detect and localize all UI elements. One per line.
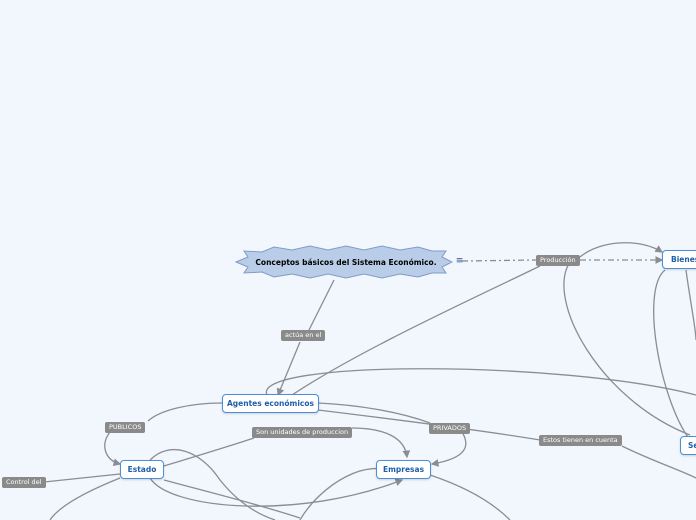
- tag-estos-tienen[interactable]: Estos tienen en cuenta: [539, 435, 622, 446]
- tag-actua-en-el[interactable]: actúa en el: [281, 330, 326, 341]
- connector-bienes-servicios-a: [563, 261, 691, 436]
- connector-agentes-produccion: [291, 265, 541, 396]
- node-bienes[interactable]: Bienes: [662, 250, 696, 269]
- connector-estado-loop: [149, 449, 276, 520]
- root-topic-title[interactable]: Conceptos básicos del Sistema Económico.: [255, 257, 437, 267]
- connector-bienes-servicios-c: [685, 269, 696, 341]
- connector-root-agentes: [306, 279, 335, 335]
- menu-icon[interactable]: ≡: [455, 256, 464, 266]
- node-estado[interactable]: Estado: [120, 460, 164, 479]
- connector-estado-unidades: [163, 437, 255, 467]
- connector-estado-empresas-low: [163, 479, 301, 519]
- connector-agentes-privados: [317, 402, 431, 424]
- connector-empresas-right: [429, 474, 511, 520]
- node-empresas[interactable]: Empresas: [376, 460, 431, 479]
- connector-estado-control: [43, 473, 121, 483]
- connector-estado-down: [149, 477, 404, 507]
- connector-root-produccion: [461, 259, 537, 262]
- connector-bienes-servicios-b: [653, 269, 691, 441]
- node-servicios[interactable]: Se: [680, 436, 696, 455]
- connector-unidades-empresas: [351, 427, 411, 459]
- tag-son-unidades[interactable]: Son unidades de produccion: [252, 427, 353, 438]
- connector-estado-left: [49, 477, 121, 520]
- tag-control-del[interactable]: Control del: [2, 477, 46, 488]
- connector-actua-agentes: [276, 341, 301, 397]
- tag-privados[interactable]: PRIVADOS: [429, 423, 471, 434]
- tag-publicos[interactable]: PUBLICOS: [105, 422, 146, 433]
- node-agentes-economicos[interactable]: Agentes económicos: [222, 394, 319, 413]
- tag-produccion[interactable]: Producción: [536, 255, 580, 266]
- connector-estos-right: [621, 445, 696, 479]
- connector-agentes-servicios: [265, 368, 696, 396]
- connector-bienes-loop-a: [579, 242, 664, 258]
- connector-privados-empresas: [430, 431, 467, 467]
- root-starburst[interactable]: [234, 245, 454, 279]
- connector-publicos-estado: [104, 431, 122, 467]
- connector-agentes-publicos: [147, 402, 223, 422]
